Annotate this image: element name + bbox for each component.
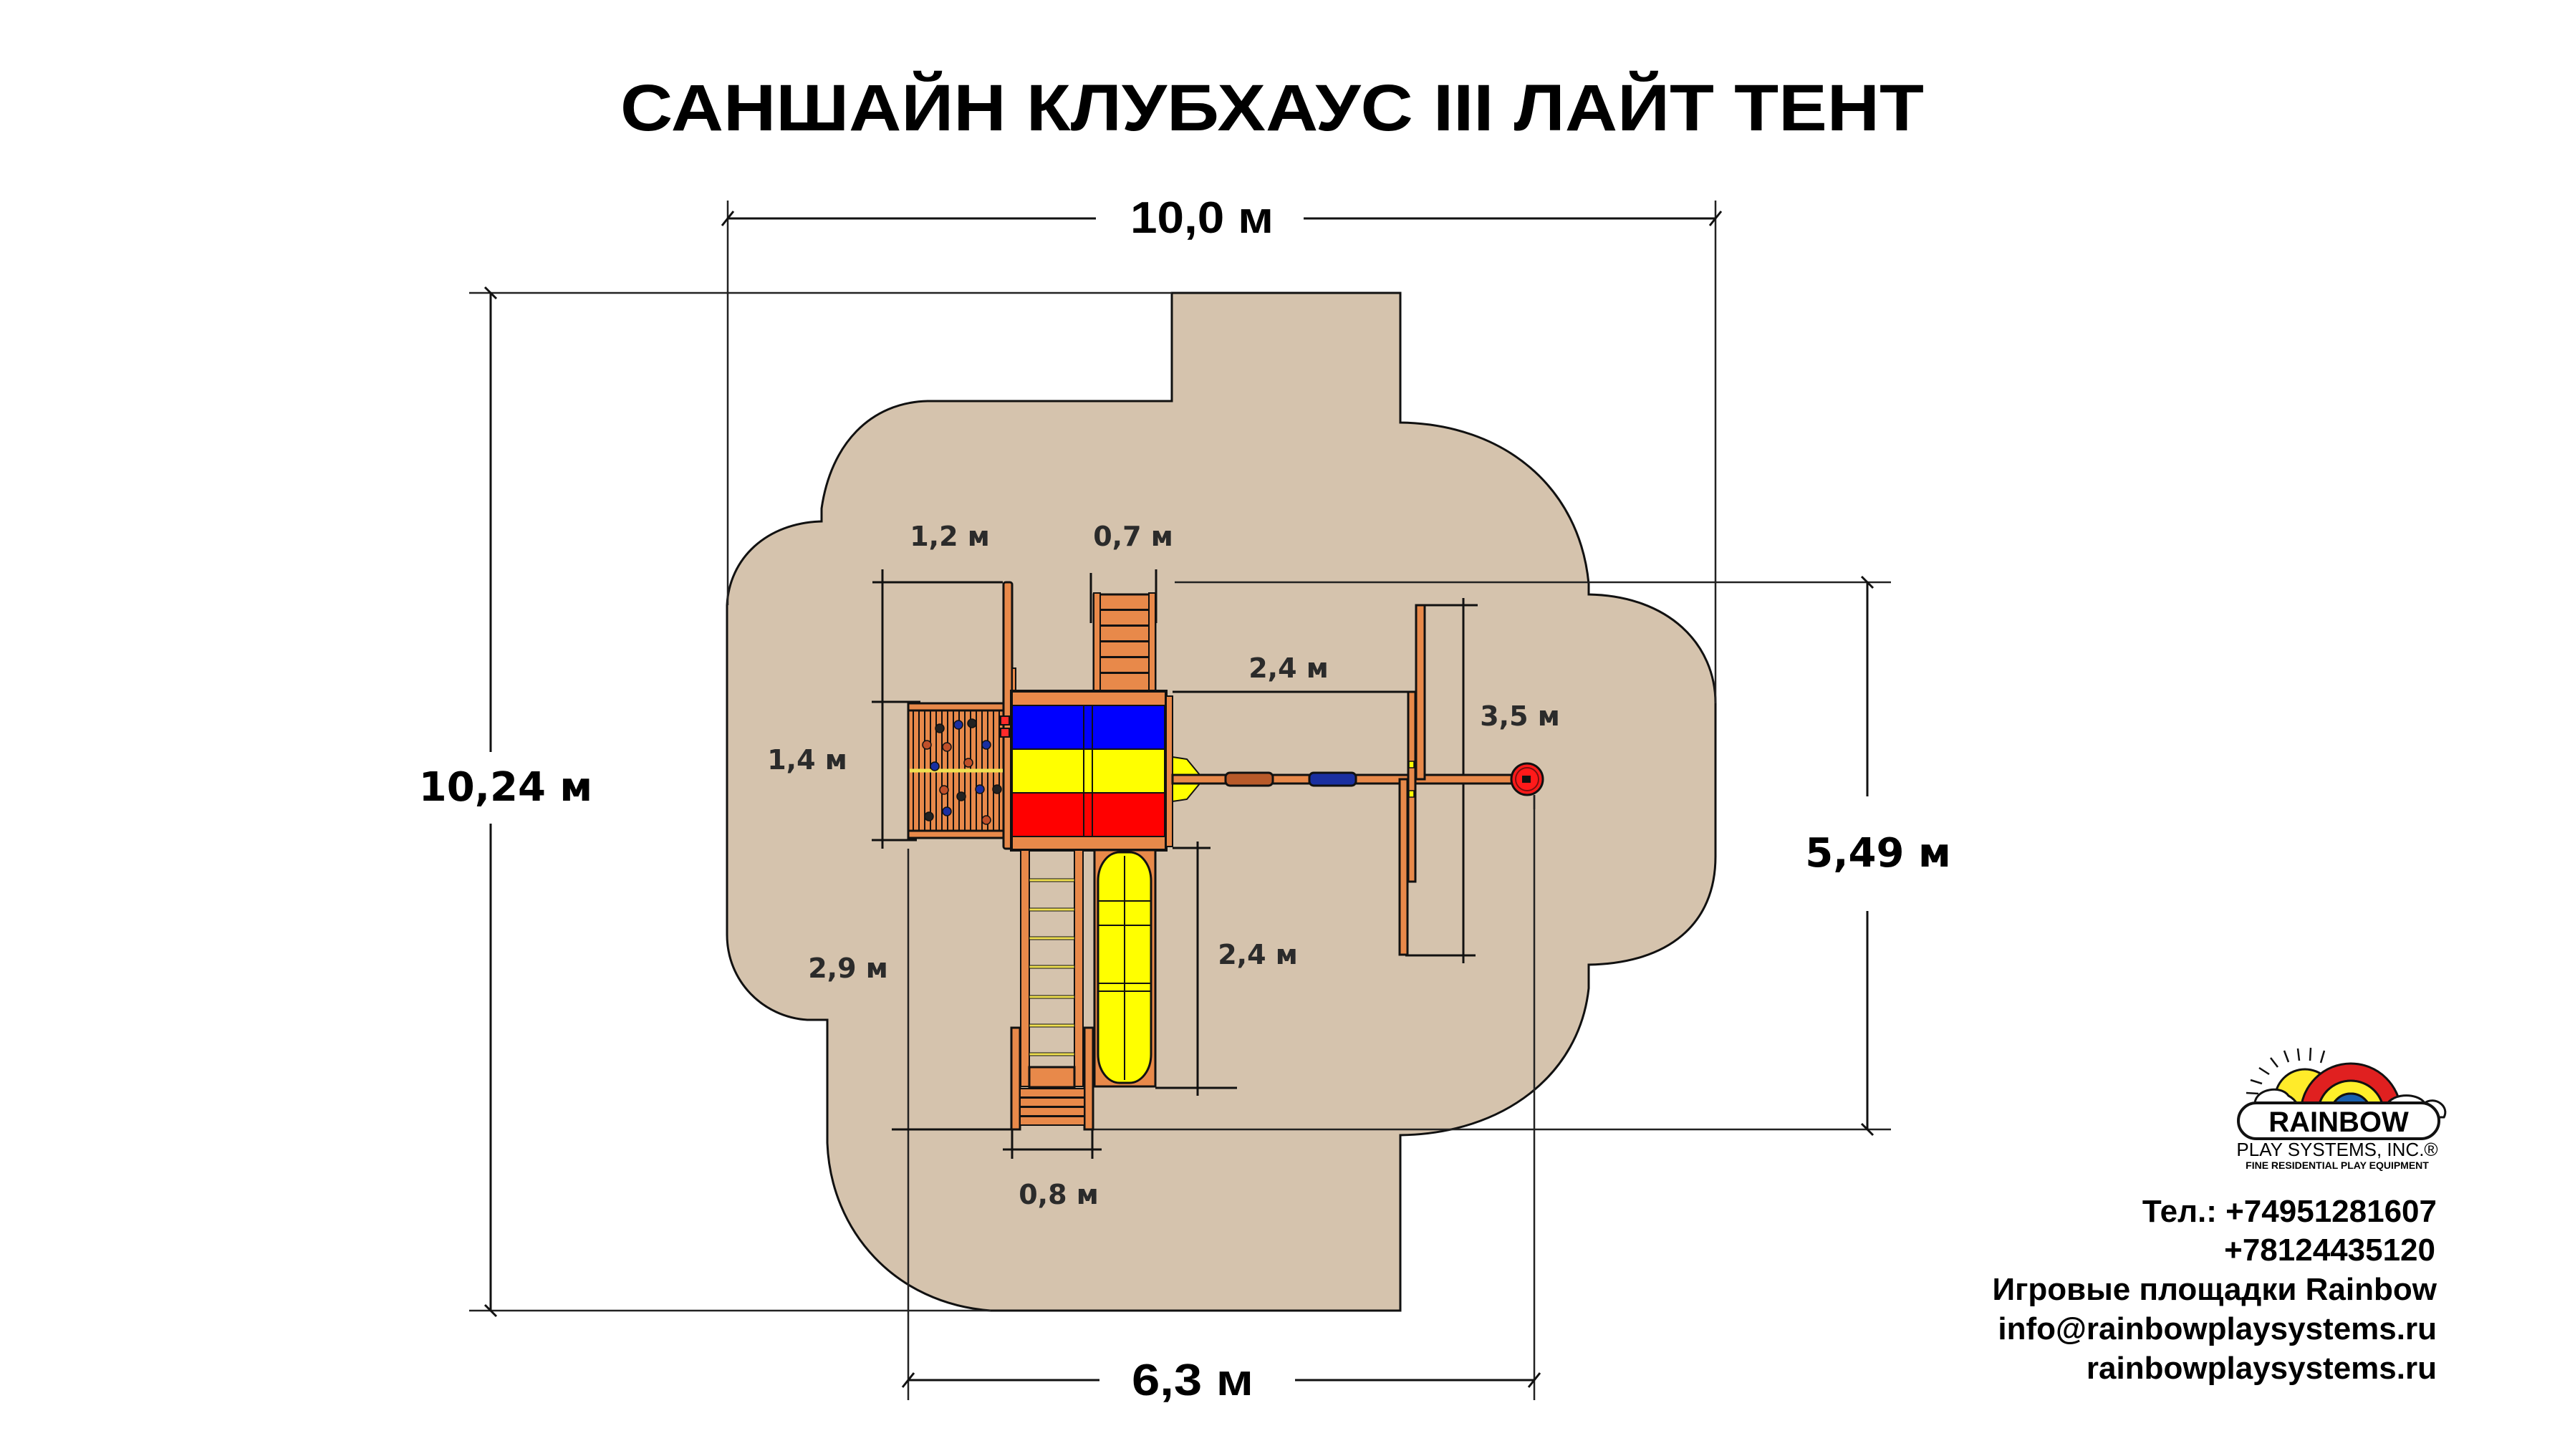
play-structure (907, 581, 1544, 1131)
ladder-rung (1029, 1023, 1075, 1028)
ladder-rung (1029, 907, 1075, 912)
label-overall-depth: 10,24 м (419, 764, 592, 811)
climbing-wall (907, 702, 1010, 839)
climbing-hold (953, 720, 963, 730)
deck-side-post (1165, 695, 1173, 847)
climbing-hold (922, 740, 932, 750)
tarp-stripe-blue (1011, 705, 1165, 750)
top-ladder (1092, 592, 1157, 693)
dimension-beam-to-aframe: 2,4 м (1173, 652, 1408, 693)
sun-rays-icon (2246, 1047, 2326, 1107)
dimension-structure-depth: 5,49 м (1094, 575, 1951, 1137)
label-structure-width: 6,3 м (1132, 1356, 1253, 1405)
label-overall-width: 10,0 м (1130, 193, 1274, 243)
dimension-top-ladder-width: 0,7 м (1089, 521, 1173, 623)
ladder-step (1019, 1088, 1085, 1098)
climbing-hold (963, 758, 973, 768)
climbing-hold (942, 742, 952, 752)
label-top-ladder-width: 0,7 м (1093, 521, 1173, 552)
logo-tagline: FINE RESIDENTIAL PLAY EQUIPMENT (2246, 1160, 2429, 1171)
ladder-step (1019, 1097, 1085, 1107)
climbing-hold (939, 785, 949, 795)
safety-zone (726, 291, 1717, 1312)
climbing-hold (992, 784, 1002, 794)
website-link[interactable]: rainbowplaysystems.ru (2087, 1351, 2437, 1386)
label-ladder-length: 2,9 м (808, 953, 888, 984)
company-name: Игровые площадки Rainbow (1992, 1272, 2437, 1307)
ladder-rung (1100, 640, 1149, 642)
bottom-ladder (1010, 849, 1094, 1131)
tarp-stripe-red (1011, 792, 1165, 837)
label-structure-depth: 5,49 м (1805, 830, 1950, 877)
slide (1093, 849, 1157, 1088)
beam-end-disc (1510, 762, 1544, 796)
ladder-rung (1100, 625, 1149, 627)
logo-brand: RAINBOW (2268, 1107, 2409, 1138)
climbing-hold (981, 815, 991, 825)
tent-tarp (1011, 705, 1165, 837)
climbing-hold (942, 806, 952, 816)
ladder-rung (1100, 656, 1149, 658)
label-beam-to-aframe: 2,4 м (1248, 652, 1329, 684)
email-link[interactable]: info@rainbowplaysystems.ru (1998, 1311, 2437, 1346)
dimension-ladder-width: 0,8 м (1003, 1117, 1102, 1210)
ladder-step (1019, 1116, 1085, 1126)
climbing-hold (975, 784, 985, 794)
logo-company: PLAY SYSTEMS, INC.® (2236, 1139, 2437, 1160)
dimension-ladder-length: 2,9 м (808, 953, 1011, 1131)
climbing-hold (924, 811, 934, 821)
blue-swing-seat (1308, 771, 1357, 787)
brown-swing-seat (1224, 771, 1274, 787)
dimension-climbing-wall-width: 1,4 м (767, 700, 920, 842)
ladder-rung (1029, 936, 1075, 940)
dimension-overall-width: 10,0 м (721, 193, 1723, 703)
dimension-structure-width: 6,3 м (901, 795, 1541, 1405)
dimension-climbing-wall-offset: 1,2 м (872, 521, 1003, 849)
label-ladder-width: 0,8 м (1019, 1179, 1099, 1210)
ladder-rung (1100, 609, 1149, 611)
climbing-hold (935, 723, 945, 733)
climbing-hold (930, 761, 940, 771)
ladder-rung (1029, 995, 1075, 999)
rainbow-logo: RAINBOW PLAY SYSTEMS, INC.® FINE RESIDEN… (2236, 1047, 2447, 1171)
dimension-slide-length: 2,4 м (1155, 842, 1298, 1096)
ladder-step (1019, 1107, 1085, 1117)
dimension-overall-depth: 10,24 м (419, 286, 1172, 1318)
ladder-rung (1029, 965, 1075, 969)
label-slide-length: 2,4 м (1218, 939, 1298, 970)
page-title: САНШАЙН КЛУБХАУС III ЛАЙТ ТЕНТ (620, 70, 1924, 145)
phone-primary: Тел.: +74951281607 (2142, 1194, 2437, 1229)
swing-a-frame (1398, 604, 1426, 956)
climbing-hold (956, 791, 966, 801)
logo-banner (2237, 1101, 2440, 1140)
ladder-rung (1100, 672, 1149, 674)
label-climbing-wall-offset: 1,2 м (910, 521, 990, 552)
contact-block: Тел.: +74951281607 +78124435120 Игровые … (1992, 1194, 2437, 1386)
ladder-rung (1029, 1052, 1075, 1056)
label-climbing-wall-width: 1,4 м (767, 744, 847, 776)
climbing-hold (967, 718, 977, 728)
climbing-hold (981, 740, 991, 750)
tarp-stripe-yellow (1011, 748, 1165, 794)
label-swing-aframe-width: 3,5 м (1480, 700, 1560, 732)
ladder-rung (1029, 878, 1075, 882)
phone-secondary: +78124435120 (2224, 1233, 2435, 1268)
